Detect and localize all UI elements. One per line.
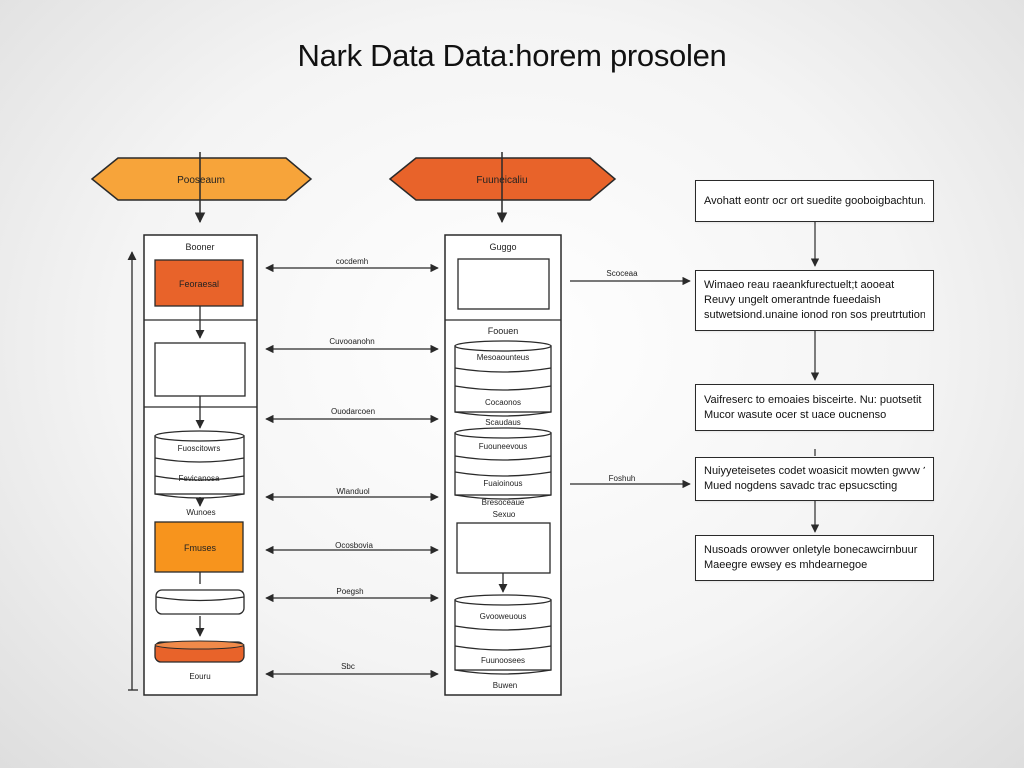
right-box-2-line-1: Wimaeo reau raeankfurectuelt;t aooeat [704,279,895,291]
connector-6-label: Poegsh [336,587,363,596]
left-bottom-label: Eouru [189,672,210,681]
connector-2: Cuvooanohn [265,337,439,354]
left-disk-2 [154,640,245,663]
center-step-1 [457,258,550,310]
center-db2-label: Scaudaus [485,418,521,427]
right-box-1: Avohatt eontr ocr ort suedite gooboigbac… [695,180,934,222]
connector-7-label: Sbc [341,662,355,671]
left-db-top-label: Fuoscitowrs [178,444,221,453]
right-box-5-line-1: Nusoads orowver onletyle bonecawcirnbuur [704,544,918,556]
center-db2-bottom-label: Fuaioinous [483,479,522,488]
left-step-1 [154,259,244,307]
right-box-5-line-2: Maeegre ewsey es mhdearnegoe [704,559,868,571]
left-header-label: Pooseaum [177,175,225,186]
center-step-3 [456,522,551,574]
left-step-2 [154,342,246,397]
left-step-4 [154,521,244,573]
center-database-3 [454,594,552,675]
right-box-3-line-2: Mucor wasute ocer st uace oucnenso [704,408,887,421]
connector-1-label: cocdemh [336,257,368,266]
center-mid-label-2: Sexuo [493,510,516,519]
center-db2-top-label: Fuouneevous [479,442,527,451]
connector-6: Poegsh [265,587,439,603]
right-link-2-label: Foshuh [609,474,636,483]
left-step-4-label: Fmuses [184,543,217,553]
center-top-label: Guggo [489,242,516,252]
center-db1-bottom-label: Cocaonos [485,398,521,407]
connector-3-label: Ouodarcoen [331,407,375,416]
left-db-mid-label: Fevicanosa [179,474,220,483]
right-link-1-label: Scoceaa [606,269,638,278]
connector-3: Ouodarcoen [265,407,439,424]
right-box-1-line-1: Avohatt eontr ocr ort suedite gooboigbac… [704,194,925,207]
center-bottom-label: Buwen [493,681,517,690]
right-box-4-line-2: Mued nogdens savadc trac epsucscting [704,480,898,492]
right-box-2-line-3: sutwetsiond.unaine ionod ron sos preutrt… [704,309,925,321]
left-step-1-label: Feoraesal [179,279,219,289]
connector-5-label: Ocosbovia [335,541,373,550]
connector-4: Wlanduol [265,487,439,502]
connector-4-label: Wlanduol [336,487,370,496]
center-db1-top-label: Mesoaounteus [477,353,529,362]
left-header-hexagon [90,157,313,201]
center-mid-label-1: Bresoceaue [482,498,525,507]
right-box-2: Wimaeo reau raeankfurectuelt;t aooeat Re… [695,270,934,331]
page-title: Nark Data Data:horem prosolen [297,38,727,73]
right-box-4: Nuiyyeteisetes codet woasicit mowten gwv… [695,457,934,501]
right-link-2: Foshuh [570,474,691,489]
connector-2-label: Cuvooanohn [329,337,374,346]
connector-5: Ocosbovia [265,541,439,555]
center-sec2-label: Foouen [488,326,519,336]
connector-1: cocdemh [265,257,439,273]
center-db3-bottom-label: Fuunoosees [481,656,525,665]
center-db3-top-label: Gvooweuous [480,612,527,621]
right-box-4-line-1: Nuiyyeteisetes codet woasicit mowten gwv… [704,465,925,477]
right-link-1: Scoceaa [570,269,691,286]
center-database-1 [454,340,552,417]
left-disk-1 [155,589,245,615]
left-database-stack [154,430,245,499]
right-box-2-line-2: Reuvy ungelt omerantnde fueedaish [704,294,881,306]
right-box-5: Nusoads orowver onletyle bonecawcirnbuur… [695,535,934,581]
right-box-3: Vaifreserc to emoaies bisceirte. Nu: puo… [695,384,934,431]
center-database-2 [454,427,552,500]
connector-7: Sbc [265,662,439,679]
right-box-3-line-1: Vaifreserc to emoaies bisceirte. Nu: puo… [704,393,922,406]
left-under-db-label: Wunoes [186,508,215,517]
left-top-label: Booner [185,242,214,252]
